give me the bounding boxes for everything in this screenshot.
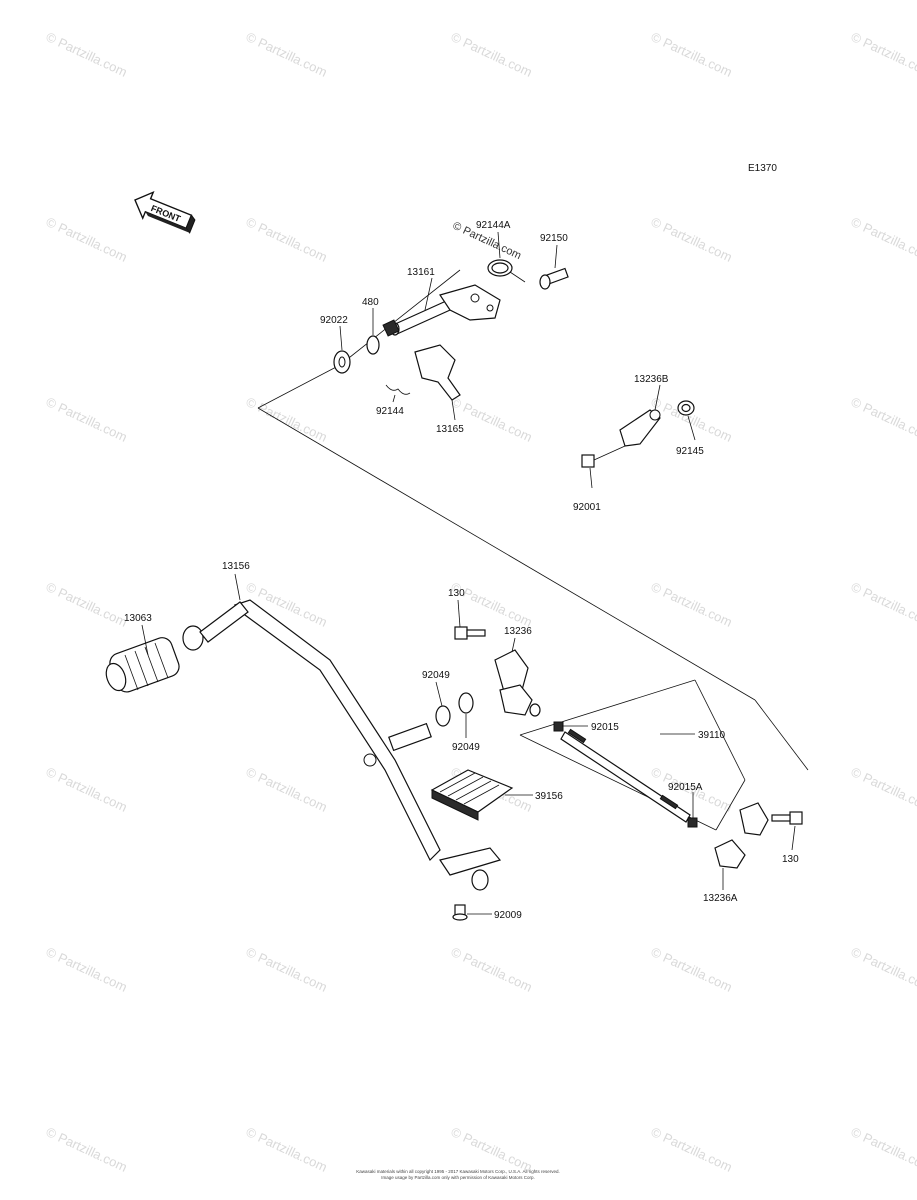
bolt-icon <box>454 626 486 640</box>
stopper-lever-icon <box>619 409 661 447</box>
part-label-92001[interactable]: 92001 <box>573 502 601 513</box>
watermark: © Partzilla.com <box>649 1124 735 1175</box>
assembly-lines <box>257 269 809 831</box>
watermark: © Partzilla.com <box>244 214 330 265</box>
part-label-480[interactable]: 480 <box>362 297 379 308</box>
watermark: © Partzilla.com <box>449 29 535 80</box>
watermark: © Partzilla.com <box>449 1124 535 1175</box>
bolt-icon <box>771 811 803 825</box>
watermark-layer: © Partzilla.com © Partzilla.com © Partzi… <box>44 29 917 1175</box>
part-label-92015A[interactable]: 92015A <box>668 782 703 793</box>
bolt-icon <box>452 904 468 921</box>
watermark: © Partzilla.com <box>849 579 917 630</box>
rod-joint-icon <box>714 839 746 869</box>
part-label-13165[interactable]: 13165 <box>436 424 464 435</box>
part-label-130-right[interactable]: 130 <box>782 854 799 865</box>
watermark: © Partzilla.com <box>649 944 735 995</box>
part-label-13236B[interactable]: 13236B <box>634 374 669 385</box>
part-label-13236[interactable]: 13236 <box>504 626 532 637</box>
washer-icon <box>458 692 474 714</box>
shift-pedal-assembly <box>105 599 514 921</box>
part-label-92022[interactable]: 92022 <box>320 315 348 326</box>
tie-rod-icon <box>560 731 691 823</box>
nut-icon <box>553 721 564 732</box>
spring-icon <box>487 259 526 283</box>
watermark: © Partzilla.com <box>244 29 330 80</box>
part-label-13236A[interactable]: 13236A <box>703 893 738 904</box>
watermark: © Partzilla.com <box>44 579 130 630</box>
part-label-92049-upper[interactable]: 92049 <box>422 670 450 681</box>
shift-arm-icon <box>414 344 461 401</box>
washer-icon <box>333 350 351 374</box>
small-spring-icon <box>385 384 411 395</box>
watermark: © Partzilla.com <box>849 944 917 995</box>
watermark: © Partzilla.com <box>649 579 735 630</box>
watermark: © Partzilla.com <box>244 1124 330 1175</box>
pedal-pad-icon <box>430 769 514 821</box>
part-label-130-top[interactable]: 130 <box>448 588 465 599</box>
watermark: © Partzilla.com <box>449 394 535 445</box>
washer-icon <box>435 705 451 727</box>
stopper-spring-icon <box>677 400 695 416</box>
part-label-92049-lower[interactable]: 92049 <box>452 742 480 753</box>
part-label-92150[interactable]: 92150 <box>540 233 568 244</box>
copyright-line-2: Image usage by Partzilla.com only with p… <box>381 1175 535 1180</box>
watermark: © Partzilla.com <box>44 214 130 265</box>
watermark: © Partzilla.com <box>244 764 330 815</box>
nut-icon <box>687 817 698 828</box>
part-label-92144[interactable]: 92144 <box>376 406 404 417</box>
watermark: © Partzilla.com <box>44 29 130 80</box>
peg-cap-icon <box>182 625 204 651</box>
part-label-39156[interactable]: 39156 <box>535 791 563 802</box>
watermark: © Partzilla.com <box>44 764 130 815</box>
watermark: © Partzilla.com <box>449 944 535 995</box>
watermark: © Partzilla.com <box>244 944 330 995</box>
diagram-code: E1370 <box>748 163 777 174</box>
part-labels: 92144A 92150 13161 480 92022 92144 13165… <box>124 220 799 921</box>
shift-shaft-assembly <box>333 259 569 401</box>
part-label-92015[interactable]: 92015 <box>591 722 619 733</box>
circlip-icon <box>366 335 380 355</box>
pedal-rubber-icon <box>105 637 180 693</box>
watermark: © Partzilla.com <box>449 579 535 630</box>
watermark: © Partzilla.com <box>849 1124 917 1175</box>
tie-rod-assembly <box>454 626 803 869</box>
watermark: © Partzilla.com <box>649 29 735 80</box>
bolt-icon <box>581 445 626 468</box>
part-label-39110[interactable]: 39110 <box>698 730 726 741</box>
stopper-arm-assembly <box>581 400 695 468</box>
shift-lever-icon <box>233 599 441 862</box>
watermark: © Partzilla.com <box>649 394 735 445</box>
front-arrow-icon: FRONT <box>134 190 196 234</box>
copyright-line-1: Kawasaki materials within all copyright … <box>356 1169 560 1174</box>
part-label-92144A[interactable]: 92144A <box>476 220 511 231</box>
watermark: © Partzilla.com <box>44 394 130 445</box>
pin-icon <box>539 267 569 290</box>
part-label-92145[interactable]: 92145 <box>676 446 704 457</box>
label-leaders <box>141 231 796 915</box>
part-label-13063[interactable]: 13063 <box>124 613 152 624</box>
watermark: © Partzilla.com <box>44 1124 130 1175</box>
watermark: © Partzilla.com <box>849 214 917 265</box>
watermark: © Partzilla.com <box>244 394 330 445</box>
watermark: © Partzilla.com <box>44 944 130 995</box>
watermark: © Partzilla.com <box>649 214 735 265</box>
part-label-13161[interactable]: 13161 <box>407 267 435 278</box>
part-label-13156[interactable]: 13156 <box>222 561 250 572</box>
watermark: © Partzilla.com <box>849 394 917 445</box>
part-label-92009[interactable]: 92009 <box>494 910 522 921</box>
watermark: © Partzilla.com <box>849 29 917 80</box>
watermark: © Partzilla.com <box>849 764 917 815</box>
